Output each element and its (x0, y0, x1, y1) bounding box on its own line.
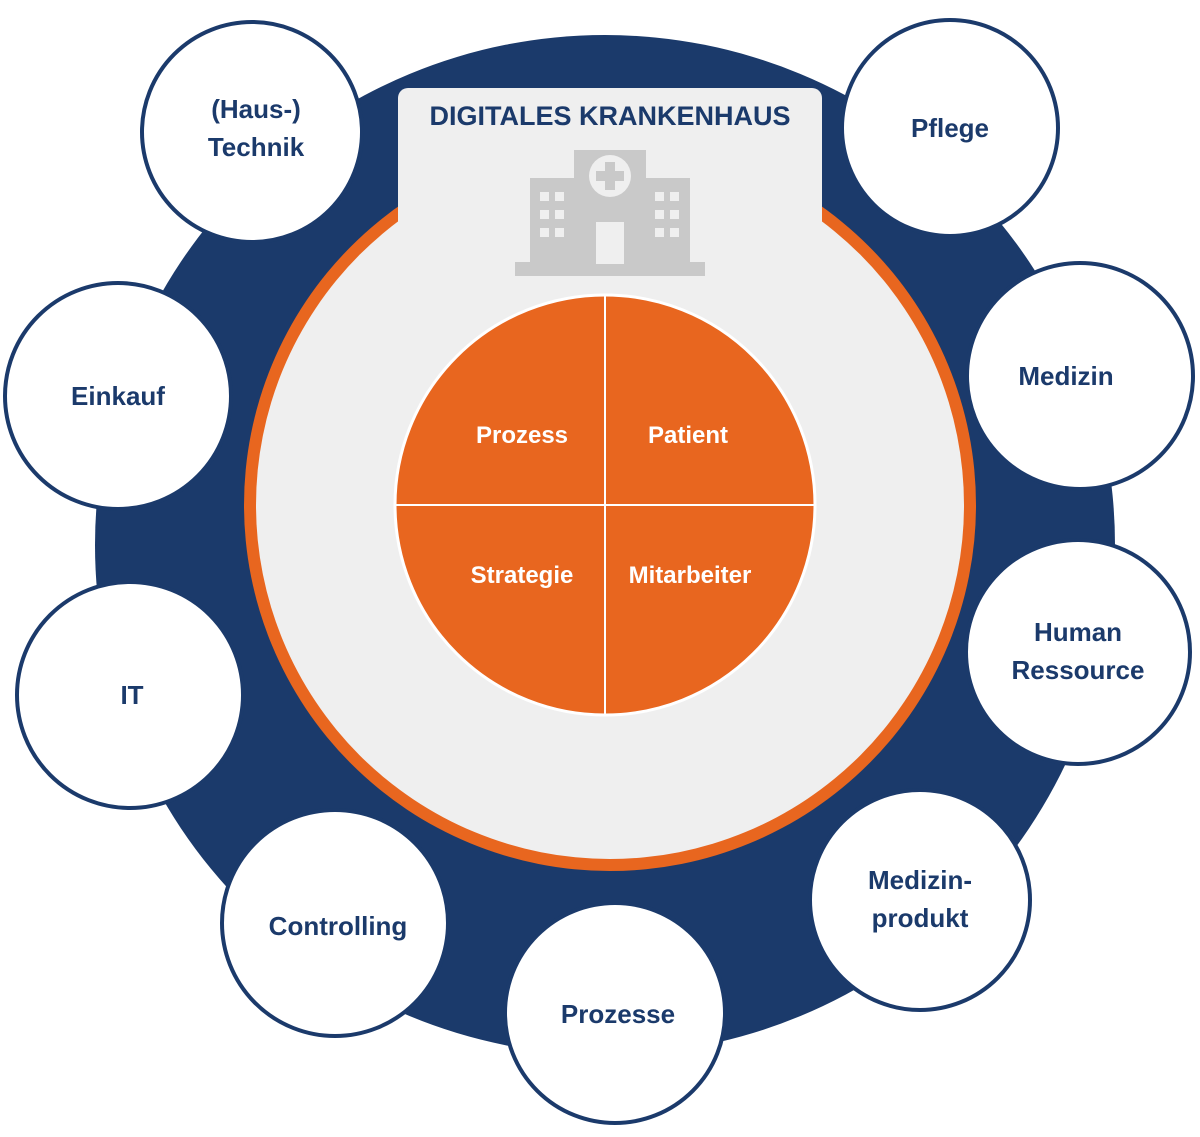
satellite-circle-prozesse (503, 901, 727, 1125)
hospital-icon-windows (540, 192, 679, 237)
hospital-icon-door (596, 222, 624, 264)
diagram-title: DIGITALES KRANKENHAUS (429, 101, 791, 131)
hospital-icon-cross-h (596, 171, 624, 181)
core-circle (393, 293, 817, 717)
satellite-circle-pflege (840, 18, 1060, 238)
satellite-label-haus-technik: (Haus-) Technik (207, 94, 305, 162)
satellite-label-prozesse: Prozesse (560, 999, 676, 1029)
satellite-circle-medizinprodukt (808, 788, 1032, 1012)
satellite-label-medizin: Medizin (1018, 361, 1114, 391)
core-label-mitarbeiter: Mitarbeiter (628, 562, 752, 589)
satellite-circle-human-ressource (964, 538, 1192, 766)
satellite-circle-haus-technik (140, 20, 364, 244)
core-label-patient: Patient (647, 422, 728, 449)
satellite-label-it: IT (120, 680, 144, 710)
satellite-circle-medizin (965, 261, 1195, 491)
satellite-circle-einkauf (3, 281, 233, 511)
hospital-icon-right-wing (644, 178, 690, 264)
satellite-circle-it (15, 580, 245, 810)
satellite-circle-controlling (220, 808, 450, 1038)
core-label-prozess: Prozess (475, 422, 569, 449)
satellite-label-controlling: Controlling (268, 911, 408, 941)
satellite-label-human-ressource: Human Ressource (1011, 617, 1145, 685)
hospital-icon-base (515, 262, 705, 276)
hospital-icon (515, 150, 705, 276)
satellite-circles (3, 18, 1195, 1125)
satellite-label-einkauf: Einkauf (71, 381, 165, 411)
core-label-strategie: Strategie (470, 562, 574, 589)
satellite-label-pflege: Pflege (910, 113, 990, 143)
hospital-icon-left-wing (530, 178, 576, 264)
satellite-label-medizinprodukt: Medizin- produkt (868, 865, 972, 933)
